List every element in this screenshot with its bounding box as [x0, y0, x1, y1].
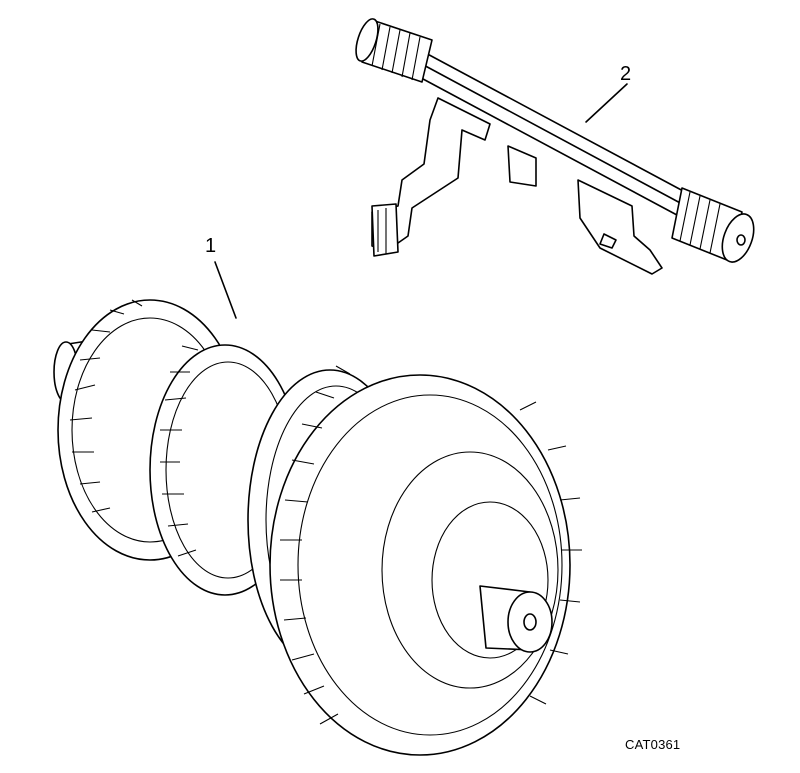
shaft-front-stub [479, 585, 553, 653]
fork-left-arm [371, 97, 491, 257]
gear-cluster [53, 261, 582, 756]
gear-front [269, 365, 582, 756]
callout-label-2: 2 [620, 63, 632, 85]
fork-right-arm [577, 179, 663, 275]
figure-code: CAT0361 [625, 737, 681, 752]
shaft-right-splined-end [671, 187, 755, 263]
shaft-left-splined-end [355, 18, 433, 83]
callout-label-1: 1 [205, 235, 217, 257]
callout-1-leader [214, 261, 237, 319]
fork-middle-lug [507, 145, 537, 187]
callout-2-leader [585, 83, 628, 123]
selector-fork-shaft [355, 18, 755, 275]
